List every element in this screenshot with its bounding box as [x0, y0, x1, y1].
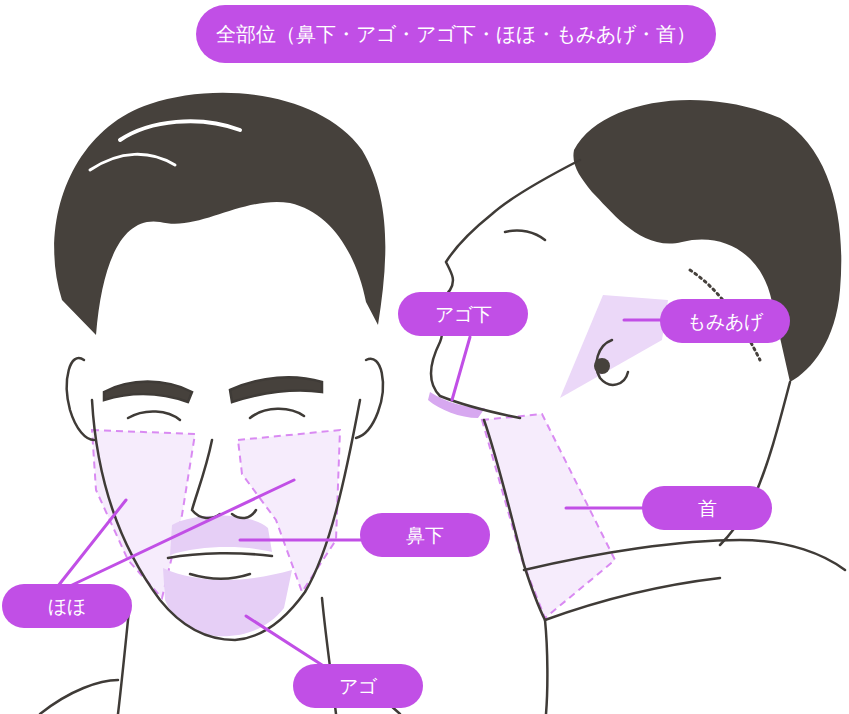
hair-highlight: [90, 154, 175, 170]
hair-highlight: [120, 121, 240, 140]
region-name: 鼻下: [406, 524, 444, 547]
neck-region: [482, 414, 615, 618]
region-label: 首: [642, 486, 772, 530]
nose: [192, 440, 220, 518]
eyebrow: [104, 382, 192, 403]
upper-lip-region: [170, 516, 272, 555]
title-pill: 全部位（鼻下・アゴ・アゴ下・ほほ・もみあげ・首）: [196, 5, 716, 63]
region-name: もみあげ: [687, 310, 763, 333]
shirt-line: [545, 620, 547, 714]
cheek-region: [92, 430, 195, 598]
title: 全部位（鼻下・アゴ・アゴ下・ほほ・もみあげ・首）: [216, 22, 696, 46]
region-label: アゴ: [293, 664, 423, 708]
region-name: 首: [698, 497, 717, 520]
eye: [128, 411, 180, 420]
leader-line: [452, 337, 470, 400]
leader-line: [240, 539, 361, 542]
leader-line: [566, 507, 643, 510]
profile-line: [431, 160, 580, 418]
leader-line: [58, 500, 126, 586]
collar: [545, 578, 720, 620]
under-chin-region: [428, 392, 485, 418]
leader-line: [246, 616, 322, 665]
region-label: ほほ: [2, 584, 132, 628]
sideburn-region: [560, 295, 668, 398]
side-face: [431, 100, 845, 714]
region-label: もみあげ: [660, 299, 790, 343]
neck-front: [484, 420, 545, 620]
nose: [232, 510, 256, 518]
leader-lines: [58, 320, 661, 665]
shoulder-line: [40, 680, 118, 714]
hair: [573, 100, 841, 382]
region-label: 鼻下: [360, 513, 490, 557]
face-outline: [92, 400, 360, 640]
eye: [505, 230, 545, 240]
mouth: [168, 553, 272, 558]
hair: [54, 93, 385, 335]
earring: [594, 358, 610, 374]
ear: [356, 359, 383, 438]
leader-line: [624, 319, 661, 322]
ear: [67, 358, 94, 440]
region-label: アゴ下: [398, 292, 528, 336]
eye: [250, 409, 304, 418]
eyebrow: [230, 377, 322, 402]
lip: [190, 574, 250, 579]
leader-line: [70, 480, 294, 586]
regions: [92, 295, 668, 636]
region-name: アゴ: [339, 675, 377, 698]
region-name: アゴ下: [435, 303, 492, 326]
collar: [524, 540, 845, 570]
cheek-region: [238, 430, 340, 592]
region-name: ほほ: [48, 595, 86, 618]
